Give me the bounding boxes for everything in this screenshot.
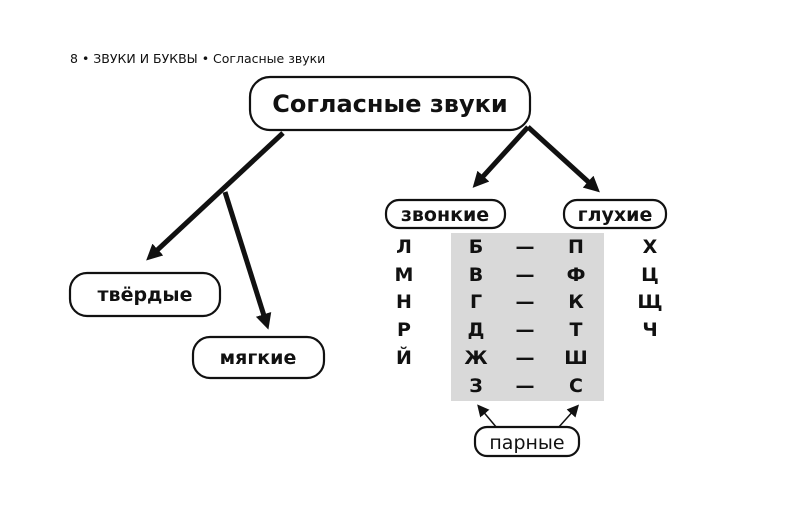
- letter: Ф: [567, 264, 586, 286]
- paired-arrow-left: [477, 404, 498, 429]
- letter: Й: [396, 346, 412, 369]
- page-header: 8 • ЗВУКИ И БУКВЫ • Согласные звуки: [70, 51, 325, 66]
- paired-label: парные: [489, 432, 564, 454]
- paired-background: [451, 233, 604, 401]
- voiced-box: [384, 198, 507, 230]
- soft-label: мягкие: [220, 347, 297, 369]
- arrow-to-hard: [146, 131, 285, 261]
- letter: К: [568, 291, 584, 313]
- dash: —: [516, 319, 535, 341]
- voiceless-box: [562, 198, 668, 230]
- pair-row: Б — П: [469, 236, 584, 258]
- arrow-to-voiceless: [526, 125, 600, 193]
- letter: П: [568, 236, 584, 258]
- root-label: Согласные звуки: [272, 90, 507, 118]
- pair-row: Г — К: [470, 291, 584, 313]
- arrow-to-voiced: [472, 125, 530, 188]
- letter: Ц: [641, 264, 659, 286]
- letter: Ч: [642, 319, 657, 341]
- soft-box: [191, 335, 326, 380]
- pair-row: Д — Т: [468, 319, 583, 341]
- unpaired-voiced-column: Л М Н Р Й: [395, 236, 414, 369]
- pair-row: В — Ф: [469, 264, 586, 286]
- paired-box: [473, 425, 581, 458]
- paired-rows: Б — П В — Ф Г — К Д — Т Ж — Ш З — С: [464, 236, 587, 397]
- letter: В: [469, 264, 483, 286]
- letter: Г: [470, 291, 482, 313]
- unpaired-voiceless-column: Х Ц Щ Ч: [637, 236, 662, 341]
- dash: —: [516, 264, 535, 286]
- pair-row: З — С: [469, 375, 583, 397]
- letter: М: [395, 264, 414, 286]
- pair-row: Ж — Ш: [464, 347, 587, 369]
- dash: —: [516, 236, 535, 258]
- voiceless-label: глухие: [578, 204, 653, 226]
- hard-label: твёрдые: [98, 284, 193, 306]
- letter: Л: [396, 236, 412, 258]
- letter: Н: [396, 291, 412, 313]
- voiced-label: звонкие: [401, 204, 489, 226]
- letter: Ж: [464, 347, 487, 369]
- letter: Щ: [637, 291, 662, 313]
- letter: Ш: [564, 347, 587, 369]
- hard-box: [68, 271, 222, 318]
- letter: Д: [468, 319, 485, 341]
- dash: —: [516, 291, 535, 313]
- dash: —: [516, 347, 535, 369]
- paired-arrow-right: [557, 404, 580, 429]
- dash: —: [516, 375, 535, 397]
- root-box: [248, 75, 532, 132]
- letter: З: [469, 375, 483, 397]
- letter: Т: [570, 319, 583, 341]
- arrow-to-soft: [222, 191, 272, 330]
- letter: Х: [643, 236, 658, 258]
- letter: С: [569, 375, 583, 397]
- letter: Б: [469, 236, 483, 258]
- letter: Р: [397, 319, 411, 341]
